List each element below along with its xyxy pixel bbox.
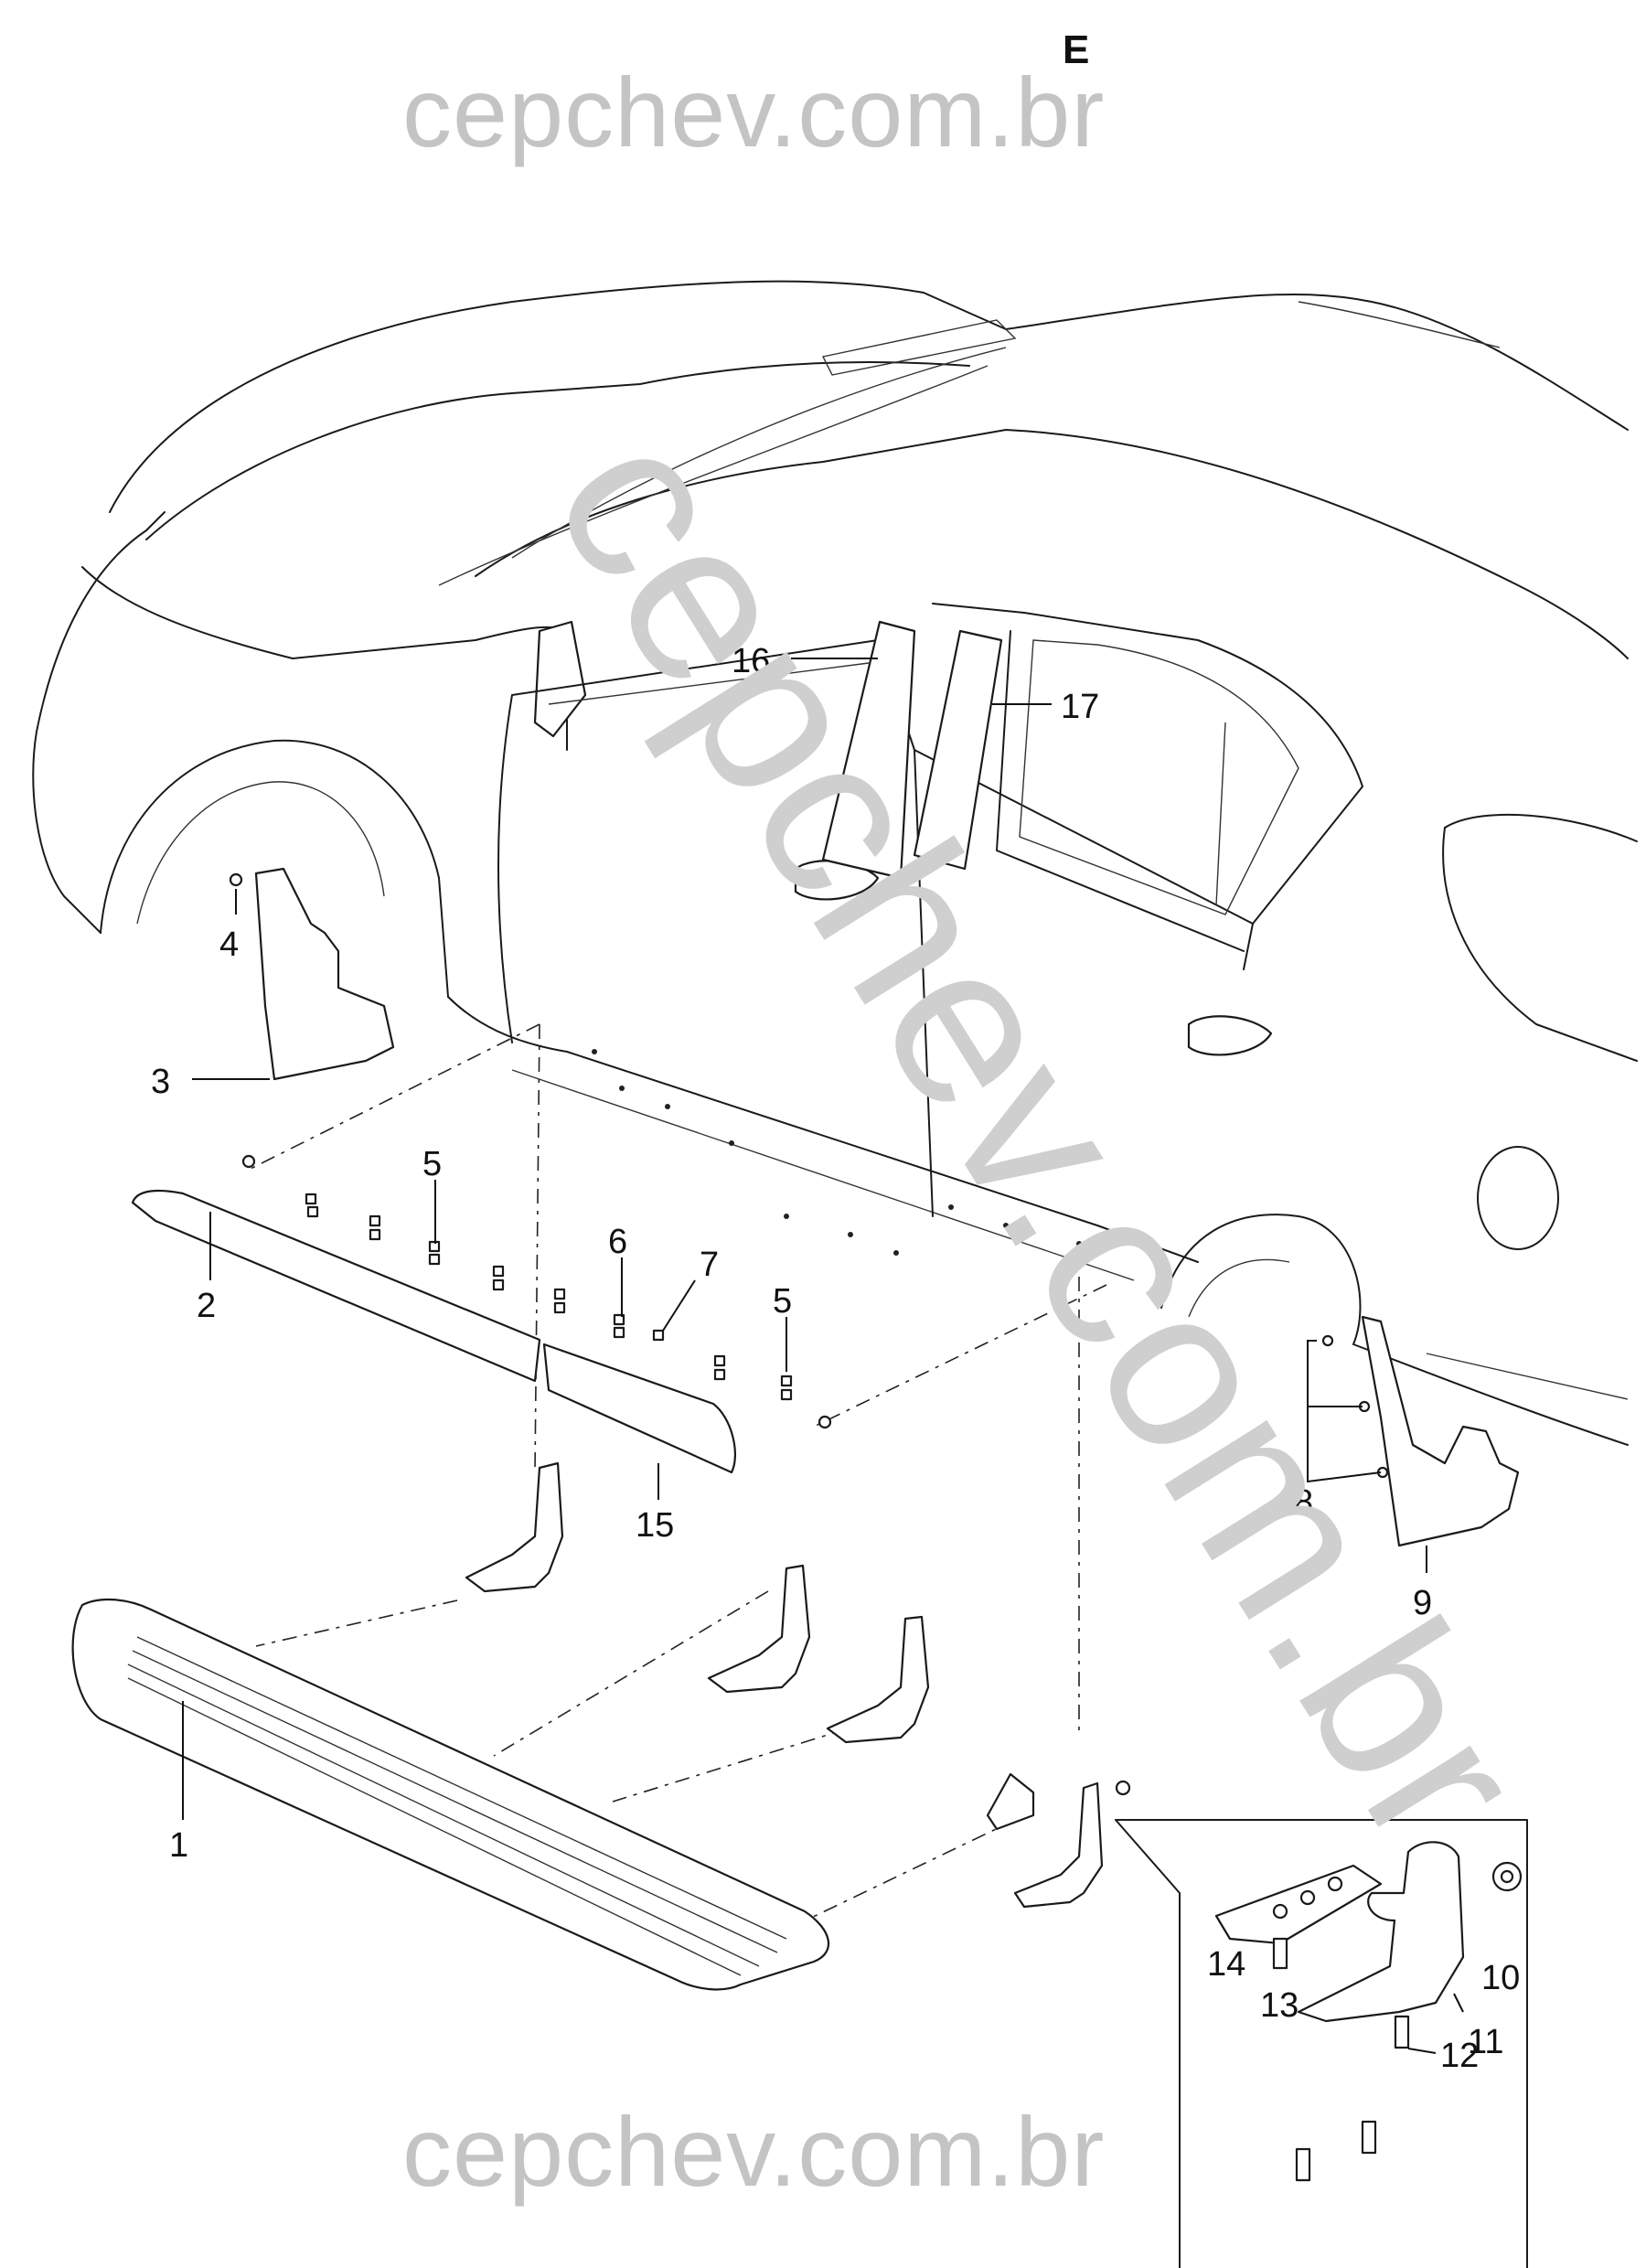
watermark-top: cepchev.com.br (402, 57, 1106, 167)
callout-1: 1 (169, 1826, 188, 1865)
callout-11: 11 (1468, 2023, 1503, 2061)
callout-5-front: 5 (422, 1145, 442, 1183)
part-9-rear-mudflap (1361, 1315, 1520, 1547)
part-3-front-mudflap (254, 867, 395, 1081)
part-1-running-board (71, 1598, 830, 1991)
callout-3: 3 (151, 1063, 170, 1101)
callout-16: 16 (732, 642, 770, 680)
part-4-screw (229, 872, 243, 887)
callout-17: 17 (1061, 688, 1099, 726)
callout-7: 7 (700, 1246, 719, 1284)
vehicle-body (32, 280, 1638, 1446)
callout-4: 4 (219, 925, 239, 964)
callout-14: 14 (1207, 1945, 1245, 1984)
watermark-bottom: cepchev.com.br (402, 2096, 1106, 2207)
callout-5-rear: 5 (773, 1282, 792, 1321)
callout-12: 12 (1440, 2037, 1479, 2075)
assembly-lines (246, 1023, 1107, 1931)
callout-13: 13 (1260, 1986, 1299, 2025)
callout-10: 10 (1481, 1959, 1520, 1997)
part-17-pillar-applique-rear (913, 629, 1003, 871)
body-mounting-holes (592, 1049, 1082, 1256)
callout-2: 2 (197, 1287, 216, 1325)
leader-lines (182, 658, 1464, 2054)
detail-inset (1115, 1819, 1528, 2268)
callout-6: 6 (608, 1223, 627, 1261)
part-16-pillar-applique-front (821, 620, 916, 880)
callout-9: 9 (1413, 1584, 1432, 1622)
callout-8: 8 (1294, 1483, 1313, 1522)
part-15-side-molding-rear (542, 1343, 736, 1474)
callout-labels: 16 17 4 3 5 6 7 5 2 15 8 9 1 10 11 12 13… (151, 642, 1520, 2075)
running-board-brackets (465, 1461, 1131, 1909)
section-letter: E (1063, 27, 1090, 72)
callout-15: 15 (636, 1506, 674, 1545)
part-2-side-molding-front (131, 1189, 541, 1383)
